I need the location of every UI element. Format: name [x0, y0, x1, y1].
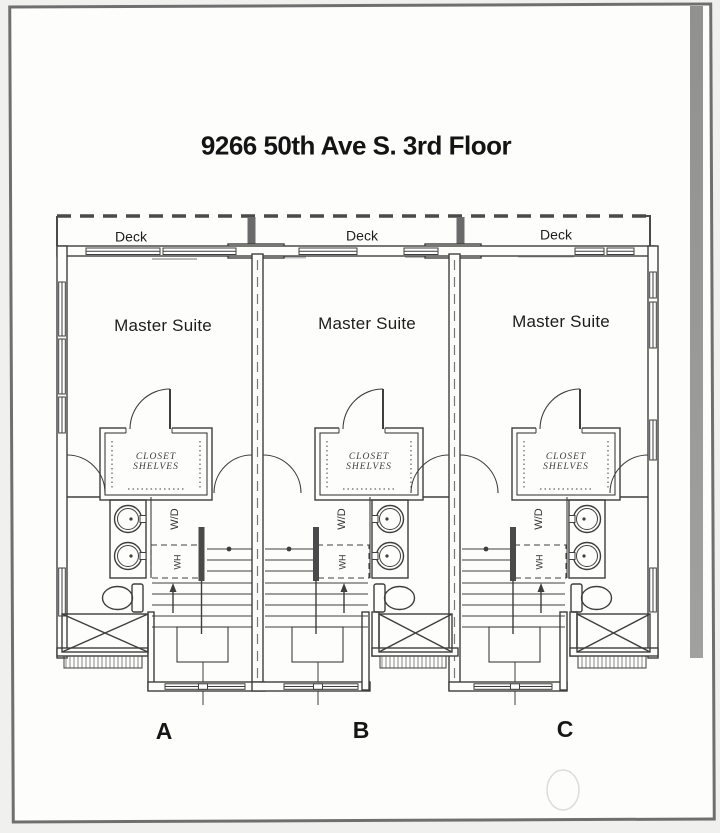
water-heater-label-b: WH [337, 554, 348, 570]
door-arc [410, 454, 450, 494]
stairs-symbol-a [152, 527, 252, 705]
shaft-symbol-a [61, 613, 149, 653]
toilet-symbol-b [373, 583, 416, 613]
vanity-symbol-c [568, 499, 606, 579]
closet-label-line: CLOSET [545, 452, 587, 463]
deck-divider [247, 217, 256, 246]
deck-label-b: Deck [346, 227, 378, 244]
closet-symbol-a [99, 388, 213, 501]
smudge-marks [152, 255, 574, 260]
water-heater-label-a: WH [172, 554, 183, 570]
deck-label-a: Deck [115, 228, 147, 245]
deck-divider [456, 217, 465, 246]
sink-symbol [371, 541, 405, 571]
closet-label-line: SHELVES [133, 462, 179, 472]
vanity-symbol-a [109, 499, 147, 579]
unit-letter-b: B [352, 716, 370, 743]
exterior-walls [56, 243, 659, 659]
closet-label-line: SHELVES [346, 462, 392, 472]
door-arc [539, 388, 581, 430]
closet-label-line: CLOSET [135, 452, 177, 463]
closet-symbol-b [314, 388, 424, 501]
plan-title: 9266 50th Ave S. 3rd Floor [200, 130, 512, 161]
closet-label-c: CLOSET SHELVES [543, 452, 589, 473]
door-arc [609, 454, 649, 494]
unit-a-interior [66, 388, 253, 705]
sink-symbol [568, 504, 602, 534]
closet-symbol-c [511, 388, 621, 501]
unit-b-interior [262, 388, 450, 705]
sill-bars [63, 655, 647, 690]
washer-dryer-label-b: W/D [336, 508, 349, 530]
master-suite-label-b: Master Suite [318, 314, 416, 334]
toilet-symbol-a [101, 583, 144, 613]
shaft-symbols [61, 613, 651, 653]
unit-letter-c: C [556, 715, 574, 742]
closet-label-line: CLOSET [348, 452, 390, 463]
deck-label-c: Deck [540, 226, 572, 243]
shaft-symbol-b [378, 613, 453, 653]
closet-label-line: SHELVES [543, 462, 589, 472]
sink-symbol [113, 541, 147, 571]
closet-label-b: CLOSET SHELVES [346, 452, 392, 473]
door-arc [66, 454, 106, 494]
scan-edge-band [690, 6, 703, 658]
up-arrow [169, 583, 177, 592]
stairs-symbol-c [462, 527, 565, 705]
door-arc [213, 454, 253, 494]
shaft-symbol-c [576, 613, 651, 653]
door-arc [129, 388, 171, 430]
stairs-symbol-b [265, 527, 368, 705]
closet-label-a: CLOSET SHELVES [133, 452, 179, 473]
toilet-symbol-c [570, 583, 613, 613]
sink-symbol [371, 504, 405, 534]
up-arrow [537, 583, 545, 592]
door-arc [342, 388, 384, 430]
washer-dryer-label-c: W/D [533, 508, 546, 530]
deck-outline [56, 214, 651, 246]
water-heater-box-a [150, 544, 204, 579]
master-suite-label-c: Master Suite [512, 312, 610, 332]
sink-symbol [568, 541, 602, 571]
up-arrow [340, 583, 348, 592]
vanity-symbol-b [371, 499, 409, 579]
master-suite-label-a: Master Suite [114, 316, 212, 336]
scan-smudge [546, 769, 580, 811]
unit-c-interior [459, 388, 649, 705]
sink-symbol [113, 504, 147, 534]
water-heater-label-c: WH [534, 554, 545, 570]
washer-dryer-label-a: W/D [169, 508, 182, 530]
unit-letter-a: A [155, 717, 173, 744]
door-arc [459, 454, 499, 494]
door-arc [262, 454, 302, 494]
windows [58, 247, 657, 617]
